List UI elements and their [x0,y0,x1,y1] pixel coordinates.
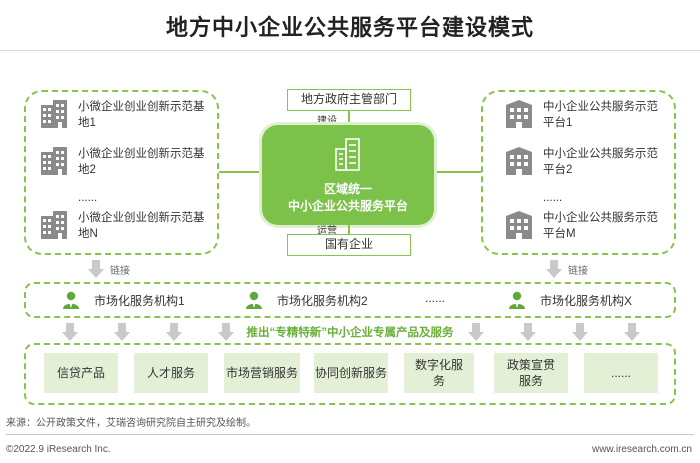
person-icon [62,291,80,309]
build-label: 建设 [317,116,337,127]
office-building-icon [505,99,533,129]
product-item: 人才服务 [134,353,208,393]
product-item: 信贷产品 [44,353,118,393]
building-icon [40,146,68,176]
institution-label: 市场化服务机构2 [277,293,368,308]
down-arrow-icon [468,323,484,341]
institution-item: 市场化服务机构2 [245,291,368,309]
product-item: ...... [584,353,658,393]
source-note: 来源：公开政策文件，艾瑞咨询研究院自主研究及绘制。 [6,418,256,429]
central-platform-line1: 区域统一 [323,182,372,196]
demo-base-group [24,90,219,255]
institution-item: 市场化服务机构X [508,291,632,309]
down-arrow-icon [62,323,78,341]
down-arrow-icon [88,260,104,278]
demo-platform-item: 中小企业公共服务示范平台2 [505,146,663,178]
site-url: www.iresearch.com.cn [591,444,692,455]
product-item: 协同创新服务 [314,353,388,393]
demo-platform-group [481,90,676,255]
footer-divider [6,434,694,435]
product-item: 市场营销服务 [224,353,300,393]
demo-base-item: 小微企业创业创新示范基地N [40,210,213,242]
copyright: ©2022.9 iResearch Inc. [6,444,111,455]
operate-label: 运营 [317,226,337,237]
link-label-left: 链接 [110,266,130,277]
down-arrow-icon [546,260,562,278]
building-icon [40,210,68,240]
promotion-banner: 推出“专精特新”中小企业专属产品及服务 [246,327,454,339]
office-building-icon [505,146,533,176]
product-group [24,343,676,405]
central-platform-line2: 中小企业公共服务平台 [287,199,408,213]
gov-connector [348,111,350,125]
institution-label: 市场化服务机构1 [94,293,185,308]
link-label-right: 链接 [568,266,588,277]
demo-base-ellipsis: ...... [78,192,98,204]
demo-platform-ellipsis: ...... [543,192,563,204]
demo-base-item: 小微企业创业创新示范基地1 [40,99,213,131]
down-arrow-icon [520,323,536,341]
demo-platform-label: 中小企业公共服务示范平台M [543,212,658,240]
product-item: 数字化服务 [404,353,474,393]
down-arrow-icon [114,323,130,341]
demo-base-label: 小微企业创业创新示范基地2 [78,148,205,176]
down-arrow-icon [166,323,182,341]
building-icon [40,99,68,129]
down-arrow-icon [572,323,588,341]
institution-ellipsis: ...... [425,291,446,305]
soe-connector [348,225,350,234]
product-item: 政策宣贯服务 [494,353,568,393]
gov-department-box: 地方政府主管部门 [287,89,411,111]
right-connector [434,171,481,173]
institution-group [24,282,676,318]
down-arrow-icon [218,323,234,341]
soe-box: 国有企业 [287,234,411,256]
demo-base-label: 小微企业创业创新示范基地N [78,212,205,240]
demo-platform-item: 中小企业公共服务示范平台1 [505,99,663,131]
central-platform: 区域统一 中小企业公共服务平台 [262,125,434,225]
down-arrow-icon [624,323,640,341]
institution-label: 市场化服务机构X [540,293,633,308]
demo-platform-label: 中小企业公共服务示范平台1 [543,101,658,129]
demo-base-item: 小微企业创业创新示范基地2 [40,146,213,178]
title-divider [0,50,700,51]
office-building-icon [505,210,533,240]
institution-item: 市场化服务机构1 [62,291,185,309]
person-icon [245,291,263,309]
page-title: 地方中小企业公共服务平台建设模式 [165,15,534,40]
demo-platform-item: 中小企业公共服务示范平台M [505,210,663,242]
left-connector [219,171,262,173]
demo-base-label: 小微企业创业创新示范基地1 [78,101,205,129]
demo-platform-label: 中小企业公共服务示范平台2 [543,148,658,176]
building-icon [335,138,360,171]
person-icon [508,291,526,309]
